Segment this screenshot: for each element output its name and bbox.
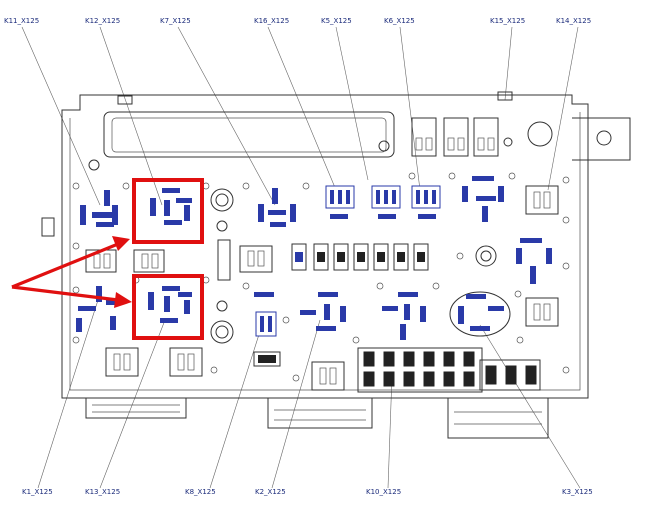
label-k7: K7_X125: [160, 17, 191, 25]
relay-socket-k12: [150, 188, 192, 225]
relay-socket-k5: [371, 185, 401, 219]
label-k13: K13_X125: [85, 488, 120, 496]
top-right-relays: [411, 117, 553, 157]
fuse-box-housing: [41, 91, 631, 439]
label-k5: K5_X125: [321, 17, 352, 25]
fuse-bank-bottom: [253, 347, 541, 393]
pointer-arrows: [11, 236, 132, 308]
relay-socket-k15: [462, 176, 504, 222]
relay-socket-k11: [80, 190, 118, 227]
fuse-row-middle: [217, 239, 429, 281]
relay-socket-k8: [254, 292, 277, 337]
relay-socket-k16: [325, 185, 355, 219]
label-k11: K11_X125: [4, 17, 39, 25]
label-k14: K14_X125: [556, 17, 591, 25]
leader-lines: [21, 26, 581, 489]
highlight-box-k12: [132, 178, 204, 244]
relay-socket-k13: [148, 286, 192, 323]
label-k12: K12_X125: [85, 17, 120, 25]
label-k2: K2_X125: [255, 488, 286, 496]
relay-socket-k6: [411, 185, 441, 219]
relay-socket-k7: [258, 188, 296, 227]
label-k1: K1_X125: [22, 488, 53, 496]
relay-socket-k1: [76, 286, 122, 332]
mounting-holes: [72, 172, 570, 382]
highlight-boxes: [132, 178, 204, 340]
label-k15: K15_X125: [490, 17, 525, 25]
label-k16: K16_X125: [254, 17, 289, 25]
label-k10: K10_X125: [366, 488, 401, 496]
connector-blocks: [85, 185, 559, 391]
relay-socket-k14: [516, 238, 552, 284]
relay-socket-k2: [300, 292, 346, 331]
label-k8: K8_X125: [185, 488, 216, 496]
label-k6: K6_X125: [384, 17, 415, 25]
relay-socket-k3: [449, 291, 511, 337]
relay-socket-k10: [382, 292, 426, 340]
highlight-box-k13: [132, 274, 204, 340]
label-k3: K3_X125: [562, 488, 593, 496]
relay-sockets: [76, 176, 552, 340]
